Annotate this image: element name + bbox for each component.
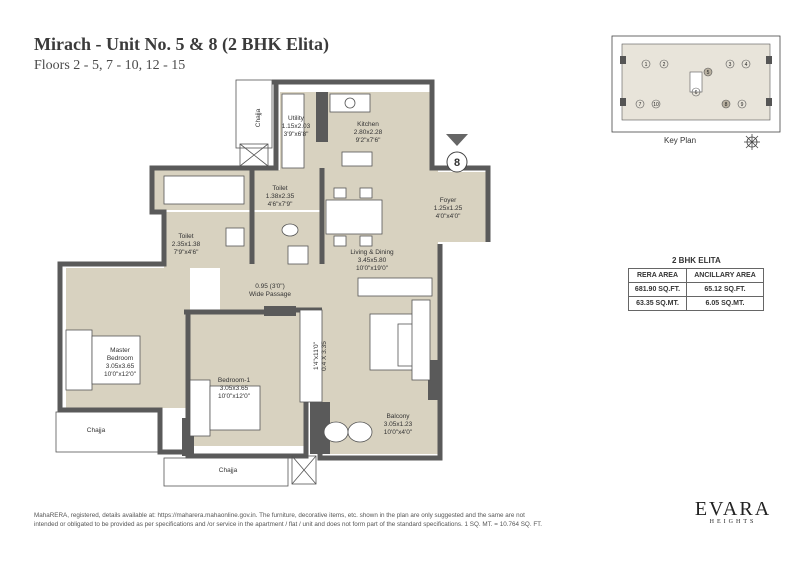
kitchen-imperial: 9'2"x7'6" [356,137,381,144]
compass-icon [744,134,760,150]
living-metric: 3.45x5.80 [358,257,387,264]
area-table-title: 2 BHK ELITA [672,256,721,265]
fixtures [65,93,433,443]
balcony-name: Balcony [386,413,410,420]
foyer-metric: 1.25x1.25 [434,205,463,212]
key-unit-3: 3 [729,62,732,68]
chajja-top-label: Chajja [255,108,262,127]
bedroom1-imperial: 10'0"x12'0" [218,393,251,400]
brand-sub: HEIGHTS [709,519,757,525]
master-name2: Bedroom [107,355,133,362]
utility-imperial: 3'9"x6'8" [284,131,309,138]
footnote-line-1: MahaRERA, registered, details available … [34,512,525,519]
footnote-line-2: intended or obligated to be provided as … [34,521,543,528]
ancillary-sqft: 65.12 SQ.FT. [685,282,765,297]
table-row: 681.90 SQ.FT. 65.12 SQ.FT. [628,282,765,297]
bedroom1-name: Bedroom-1 [218,377,251,384]
passage-name: Wide Passage [249,291,291,298]
toilet1-name: Toilet [272,185,287,192]
living-name: Living & Dining [350,249,394,256]
chajja-bottom-label: Chajja [219,467,238,474]
key-unit-2: 2 [663,62,666,68]
utility-name: Utility [288,115,305,122]
key-unit-9: 9 [741,102,744,108]
balcony-imperial: 10'0"x4'0" [384,429,413,436]
key-unit-5: 5 [707,70,710,76]
kitchen-metric: 2.80x2.28 [354,129,383,136]
rera-sqft: 681.90 SQ.FT. [628,282,687,297]
room-labels: Utility 1.15x2.03 3'9"x6'8" Kitchen 2.80… [87,108,463,474]
key-unit-6: 6 [695,90,698,96]
walls [57,79,491,461]
area-table: RERA AREA ANCILLARY AREA 681.90 SQ.FT. 6… [628,268,765,311]
chajja-left-label: Chajja [87,427,106,434]
living-imperial: 10'0"x19'0" [356,265,389,272]
key-unit-1: 1 [645,62,648,68]
utility-metric: 1.15x2.03 [282,123,311,130]
master-name1: Master [110,347,131,354]
key-plan-caption: Key Plan [664,136,697,145]
master-metric: 3.05x3.65 [106,363,135,370]
key-unit-10: 10 [653,102,659,108]
key-plan: 5 8 1 2 3 4 6 7 9 10 [611,35,781,133]
table-row: 63.35 SQ.MT. 6.05 SQ.MT. [628,296,765,311]
key-unit-4: 4 [745,62,748,68]
toilet1-metric: 1.38x2.35 [266,193,295,200]
rera-area-header: RERA AREA [628,268,687,283]
structural-columns [182,92,442,456]
toilet2-metric: 2.35x1.38 [172,241,201,248]
key-unit-7: 7 [639,102,642,108]
ancillary-sqmt: 6.05 SQ.MT. [685,296,765,311]
floors-subtitle: Floors 2 - 5, 7 - 10, 12 - 15 [34,58,186,73]
rera-sqmt: 63.35 SQ.MT. [628,296,687,311]
kitchen-name: Kitchen [357,121,379,128]
table-row: RERA AREA ANCILLARY AREA [628,268,765,283]
toilet2-imperial: 7'9"x4'6" [174,249,199,256]
passage-size: 0.95 (3'0") [255,283,285,290]
key-unit-8: 8 [725,102,728,108]
brand-name: EVARA [694,498,772,520]
balcony-metric: 3.05x1.23 [384,421,413,428]
plan-title: Mirach - Unit No. 5 & 8 (2 BHK Elita) [34,34,329,54]
brand-logo: EVARA HEIGHTS [688,498,778,525]
toilet2-name: Toilet [178,233,193,240]
unit-number-label: 8 [454,157,460,169]
disclaimer-footnote: MahaRERA, registered, details available … [34,511,594,529]
ancillary-area-header: ANCILLARY AREA [685,268,765,283]
master-imperial: 10'0"x12'0" [104,371,137,378]
foyer-name: Foyer [440,197,457,204]
wardrobe-imperial: 1'4"x11'0" [313,341,320,370]
entrance-marker: 8 [446,134,468,173]
ducts [239,143,317,485]
foyer-imperial: 4'0"x4'0" [436,213,461,220]
wardrobe-metric: 0.4 X 3.35 [321,341,328,371]
toilet1-imperial: 4'6"x7'9" [268,201,293,208]
bedroom1-metric: 3.05x3.65 [220,385,249,392]
